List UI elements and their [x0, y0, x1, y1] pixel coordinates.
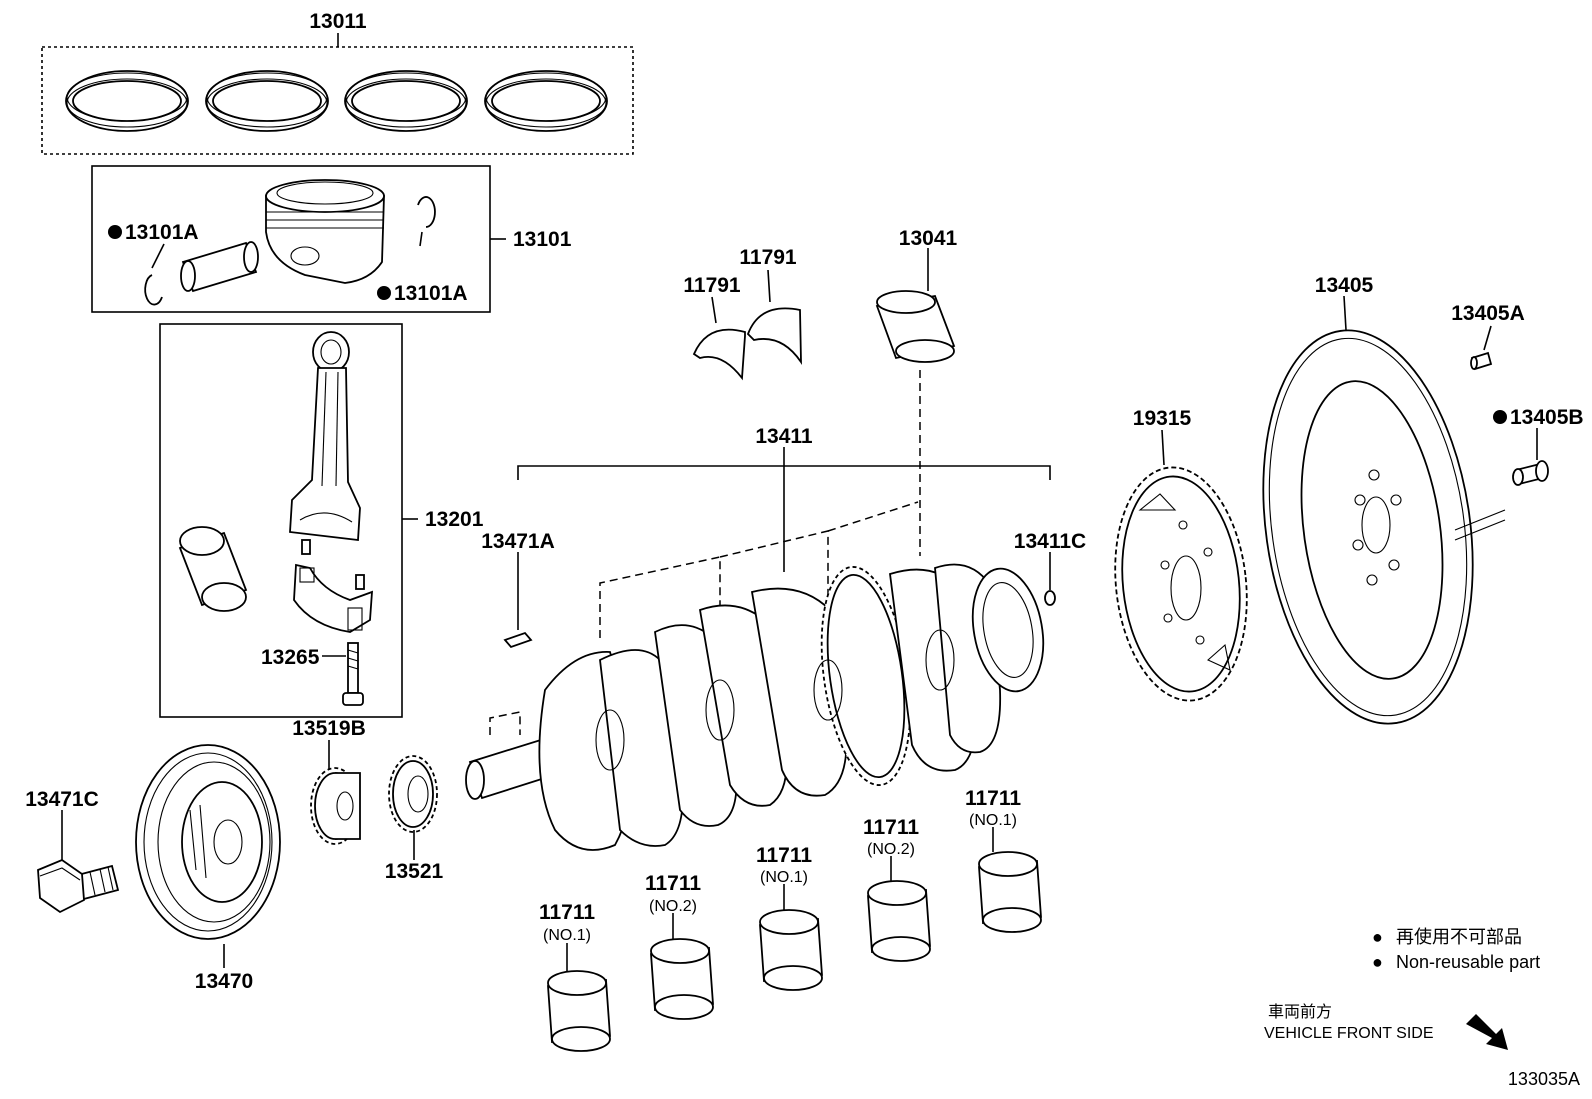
- main-bearing-2[interactable]: [650, 913, 714, 1020]
- legend: ● 再使用不可部品 ● Non-reusable part: [1372, 927, 1540, 972]
- label-crank-plug: 13411C: [1014, 530, 1086, 553]
- piston-ring-2: [205, 70, 329, 132]
- label-pulley-bolt: 13471C: [25, 788, 99, 811]
- legend-english: Non-reusable part: [1396, 952, 1540, 972]
- label-con-rod-bolt: 13265: [261, 646, 320, 669]
- label-thrust-washer-b: 11791: [739, 246, 797, 269]
- label-flywheel: 13405: [1315, 274, 1374, 297]
- label-bearing-2: 11711: [645, 872, 701, 895]
- label-snap-ring-right: 13101A: [394, 282, 468, 305]
- thrust-washer-right[interactable]: [746, 269, 802, 366]
- connecting-rod: [289, 331, 361, 542]
- piston-ring-set[interactable]: [41, 33, 634, 155]
- con-rod-bolt: [342, 642, 364, 706]
- crankshaft-pulley[interactable]: [135, 744, 281, 968]
- main-bearing-1[interactable]: [547, 943, 611, 1052]
- legend-bullet: ●: [1372, 927, 1383, 947]
- label-piston-ring-set: 13011: [309, 10, 367, 33]
- piston-sub-assembly[interactable]: [91, 165, 506, 313]
- rod-cap: [293, 563, 373, 633]
- label-crank-key: 13471A: [481, 530, 555, 553]
- front-arrow-icon: [1466, 1014, 1508, 1050]
- non-reusable-marker: [377, 286, 391, 300]
- crankshaft[interactable]: [465, 447, 1052, 851]
- rod-bearing: [178, 526, 248, 612]
- piston-ring-1: [65, 70, 189, 132]
- snap-ring-right: [417, 196, 436, 228]
- flywheel[interactable]: [1239, 295, 1506, 737]
- label-bearing-3: 11711: [756, 844, 812, 867]
- label-bearing-1-sub: (NO.1): [543, 927, 591, 944]
- label-bearing-4: 11711: [863, 816, 919, 839]
- crankshaft-plug[interactable]: [1044, 552, 1056, 606]
- crank-timing-sprocket[interactable]: [310, 740, 361, 845]
- label-connecting-rod: 13201: [425, 508, 484, 531]
- flywheel-bolt[interactable]: [1512, 428, 1549, 486]
- label-piston-sub-assembly: 13101: [513, 228, 572, 251]
- direction-japanese: 車両前方: [1268, 1003, 1332, 1021]
- con-rod-bearing-bushing[interactable]: [875, 248, 956, 556]
- label-flywheel-bolt: 13405B: [1510, 406, 1584, 429]
- dowel: [355, 574, 365, 590]
- flywheel-dowel-pin[interactable]: [1470, 325, 1493, 371]
- direction-english: VEHICLE FRONT SIDE: [1264, 1025, 1434, 1042]
- label-bearing-3-sub: (NO.1): [760, 869, 808, 886]
- main-bearing-5[interactable]: [978, 827, 1042, 933]
- vehicle-front-indicator: 車両前方 VEHICLE FRONT SIDE: [1264, 1003, 1508, 1050]
- label-bearing-1: 11711: [539, 901, 595, 924]
- thrust-washer-left[interactable]: [692, 296, 746, 381]
- legend-japanese: 再使用不可部品: [1396, 927, 1522, 947]
- figure-code: 133035A: [1508, 1069, 1580, 1089]
- label-crank-sprocket: 13519B: [292, 717, 366, 740]
- label-bearing-5: 11711: [965, 787, 1021, 810]
- legend-bullet: ●: [1372, 952, 1383, 972]
- label-bearing-5-sub: (NO.1): [969, 812, 1017, 829]
- label-snap-ring-left: 13101A: [125, 221, 199, 244]
- dowel: [301, 539, 311, 555]
- main-bearing-3[interactable]: [759, 884, 823, 991]
- label-flywheel-pin: 13405A: [1451, 302, 1525, 325]
- label-bushing: 13041: [899, 227, 958, 250]
- label-crank-gear: 13521: [385, 860, 444, 883]
- piston-ring-4: [484, 70, 608, 132]
- label-thrust-washer-a: 11791: [683, 274, 741, 297]
- label-crank-pulley: 13470: [195, 970, 253, 993]
- connecting-rod-assembly[interactable]: [159, 323, 418, 718]
- snap-ring-left: [144, 274, 163, 306]
- piston-pin: [180, 241, 259, 293]
- label-bearing-2-sub: (NO.2): [649, 898, 697, 915]
- main-bearing-4[interactable]: [867, 856, 931, 962]
- crankshaft-key[interactable]: [503, 552, 533, 649]
- non-reusable-marker: [1493, 410, 1507, 424]
- label-signal-plate: 19315: [1133, 407, 1192, 430]
- piston: [265, 179, 385, 284]
- crank-gear[interactable]: [388, 755, 438, 860]
- label-crankshaft: 13411: [755, 425, 813, 448]
- label-bearing-4-sub: (NO.2): [867, 841, 915, 858]
- pulley-bolt[interactable]: [37, 810, 120, 914]
- non-reusable-marker: [108, 225, 122, 239]
- timing-signal-plate[interactable]: [1104, 429, 1258, 707]
- piston-ring-3: [344, 70, 468, 132]
